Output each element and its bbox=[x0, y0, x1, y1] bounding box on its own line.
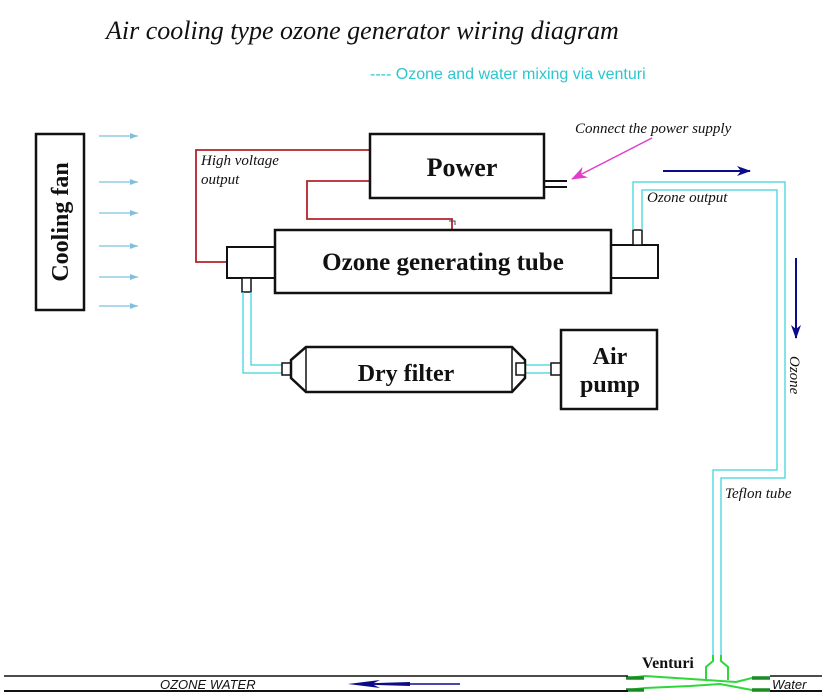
dry-filter-label: Dry filter bbox=[358, 361, 455, 387]
high-voltage-wires bbox=[195, 149, 453, 263]
diagram-subtitle: ---- Ozone and water mixing via venturi bbox=[370, 66, 646, 83]
water-flow-arrow-icon bbox=[348, 680, 460, 688]
ozone-flow-label: Ozone bbox=[786, 356, 802, 395]
connect-power-label: Connect the power supply bbox=[575, 121, 732, 137]
diagram-title: Air cooling type ozone generator wiring … bbox=[104, 16, 619, 45]
ozone-tube-label: Ozone generating tube bbox=[322, 249, 564, 276]
tube-inlet-nozzle bbox=[241, 277, 252, 293]
air-pump: Air pump bbox=[550, 328, 659, 411]
tube-outlet-nozzle bbox=[632, 229, 643, 246]
hv-wire-1 bbox=[195, 149, 370, 263]
pointer-arrow-icon bbox=[571, 137, 653, 180]
teflon-tube-label: Teflon tube bbox=[725, 486, 792, 502]
ozone-generating-tube: Ozone generating tube bbox=[226, 228, 659, 295]
fan-airflow-arrows bbox=[99, 133, 138, 309]
ozone-water-label: OZONE WATER bbox=[160, 677, 256, 692]
high-voltage-label-2: output bbox=[201, 172, 240, 188]
power-label: Power bbox=[427, 153, 498, 182]
cooling-fan: Cooling fan bbox=[34, 132, 86, 312]
ozone-output-label: Ozone output bbox=[647, 190, 728, 206]
water-pipe bbox=[4, 675, 822, 692]
dry-filter: Dry filter bbox=[281, 345, 527, 394]
water-label: Water bbox=[772, 677, 807, 692]
hv-wire-2 bbox=[306, 180, 453, 230]
teflon-tubing bbox=[242, 181, 786, 655]
cooling-fan-label: Cooling fan bbox=[48, 162, 74, 281]
power-unit: Power bbox=[368, 132, 567, 200]
air-pump-label: Air bbox=[593, 344, 628, 370]
air-pump-label-2: pump bbox=[580, 372, 640, 398]
high-voltage-label: High voltage bbox=[200, 153, 279, 169]
venturi-label: Venturi bbox=[642, 655, 694, 672]
